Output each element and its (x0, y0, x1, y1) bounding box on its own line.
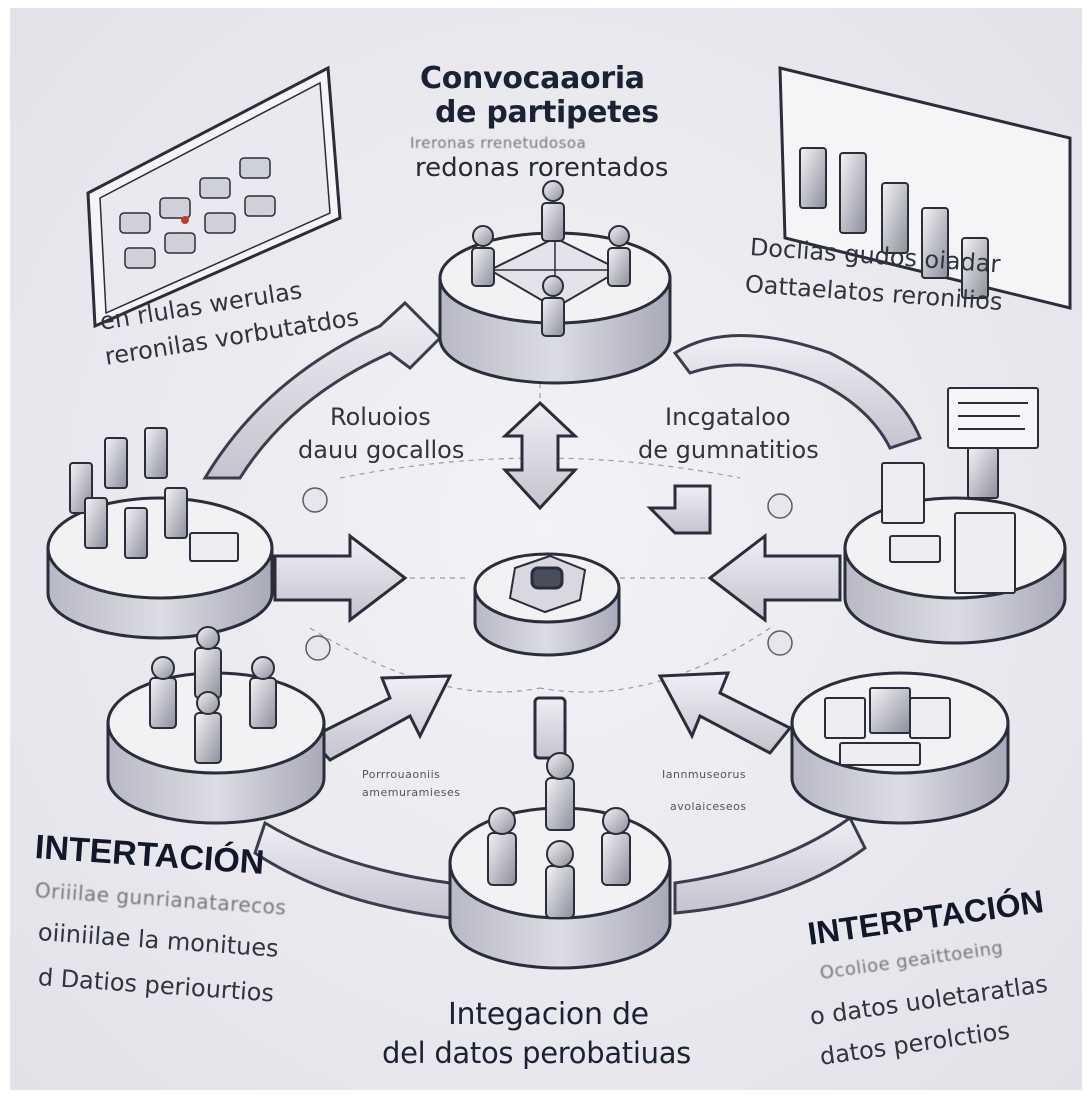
inner-bottom-right-line2: avolaiceseos (670, 800, 747, 813)
inner-bottom-right-line1: Iannmuseorus (662, 768, 747, 781)
small-round-icons (302, 487, 793, 661)
screen-panel-left (86, 65, 342, 329)
inner-bottom-left-line1: Porrrouaoniis (362, 768, 441, 781)
figures-bottom (487, 752, 631, 919)
arrow-small-right (646, 484, 712, 535)
inner-bottom-left-line2: amemuramieses (362, 786, 461, 799)
inner-left-line2: dauu gocallos (298, 436, 465, 464)
arrow-lower-left (307, 674, 453, 762)
diagram-canvas: Convocaaoria de partipetes Ireronas rren… (10, 8, 1082, 1090)
inner-right-line1: Incgataloo (665, 403, 791, 431)
chart-panel-right (778, 66, 1072, 310)
top-title-line2: de partipetes (435, 95, 659, 130)
arrow-vertical-double (501, 400, 579, 511)
platform-left (46, 496, 274, 640)
platform-center (473, 552, 621, 657)
bottom-center-line1: Integacion de (448, 997, 649, 1032)
figures-top (471, 180, 631, 337)
arrow-lower-right (657, 671, 793, 755)
figures-lower-left (149, 626, 277, 764)
arrow-right-to-center (707, 532, 842, 624)
figures-left-chairs (69, 427, 239, 562)
note-panel-right (947, 387, 1039, 449)
top-title-line1: Convocaaoria (420, 61, 645, 96)
bottom-center-line2: del datos perobatiuas (382, 1036, 691, 1070)
figures-lower-right (824, 687, 951, 766)
inner-left-line1: Roluoios (330, 403, 431, 431)
top-subtitle: redonas rorentados (415, 153, 669, 183)
arrow-left-to-center (273, 532, 408, 624)
top-smudged-text: Ireronas rrenetudosoa (410, 134, 587, 152)
diagram-illustration (46, 65, 1072, 970)
figures-right-docs (881, 447, 1016, 594)
inner-right-line2: de gumnatitios (638, 436, 819, 464)
arrow-bottom-up (533, 696, 567, 760)
